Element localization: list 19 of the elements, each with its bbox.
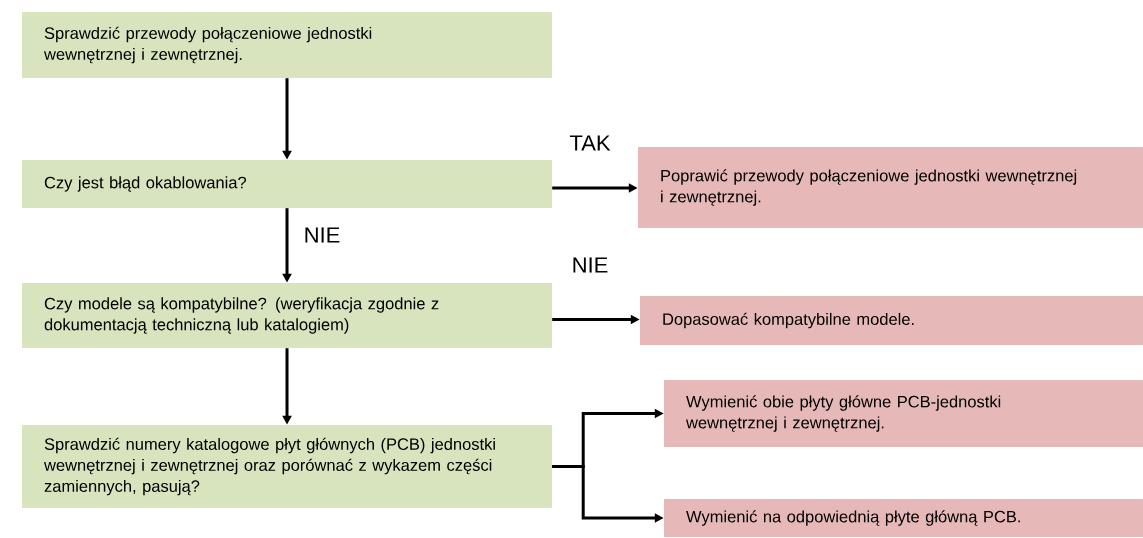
action-box: [640, 296, 1143, 345]
node-label: Sprawdzić numery katalogowe płyt głównych (PCB) jednostki wewnętrznej i zewnętrznej oraz porównać z wykazem części zamiennych, pasują?: [43, 437, 495, 496]
edge-label: TAK: [568, 134, 612, 152]
node-label: Czy jest błąd okablowania?: [44, 176, 247, 192]
edge-label: NIE: [570, 256, 610, 274]
node-label: Dopasować kompatybilne modele.: [663, 312, 914, 329]
node-label: Czy modele są kompatybilne? (weryfikacja zgodnie z dokumentacją techniczną lub katalogiem): [44, 297, 439, 334]
decision-box: [22, 160, 552, 208]
action-box: [664, 499, 1143, 537]
decision-box: [22, 12, 552, 78]
action-box: [638, 147, 1143, 228]
action-box: [664, 380, 1143, 447]
node-label: Wymienić na odpowiednią płyte główną PCB.: [686, 510, 1020, 526]
decision-box: [22, 283, 552, 348]
node-label: Wymienić obie płyty główne PCB-jednostki wewnętrznej i zewnętrznej.: [685, 395, 1001, 432]
node-label: Poprawić przewody połączeniowe jednostki wewnętrznej i zewnętrznej.: [661, 169, 1077, 206]
decision-box: [22, 425, 552, 508]
node-label: Sprawdzić przewody połączeniowe jednostki wewnętrznej i zewnętrznej.: [43, 26, 372, 64]
edge-label: NIE: [302, 226, 342, 244]
